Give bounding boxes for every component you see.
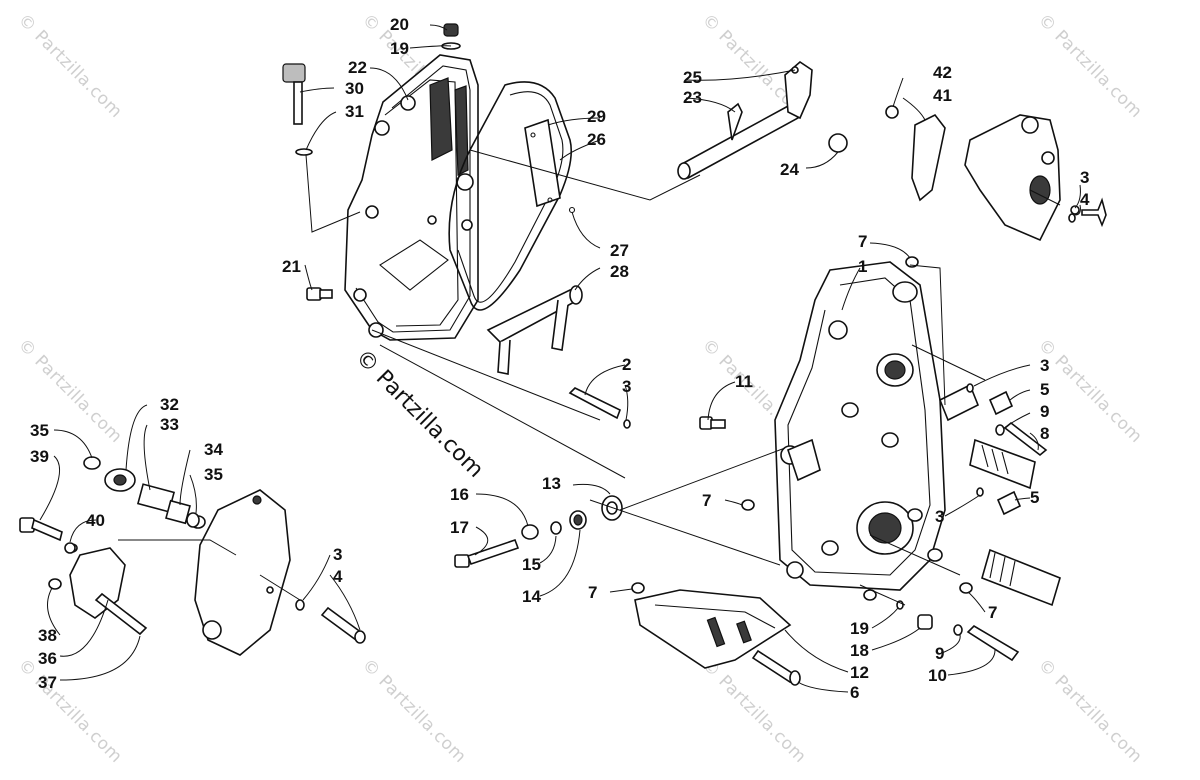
callout-11: 11 bbox=[735, 372, 753, 391]
callout-28: 28 bbox=[610, 262, 629, 281]
dipstick bbox=[282, 63, 313, 156]
callout-33: 33 bbox=[160, 415, 179, 434]
callout-9: 9 bbox=[935, 644, 944, 663]
callout-32: 32 bbox=[160, 395, 179, 414]
callout-4: 4 bbox=[333, 567, 343, 586]
callout-1: 1 bbox=[858, 257, 867, 276]
callout-labels: 20 19 22 30 31 25 23 29 26 24 42 41 3 4 … bbox=[30, 15, 1090, 702]
callout-3: 3 bbox=[622, 377, 631, 396]
callout-30: 30 bbox=[345, 79, 364, 98]
callout-41: 41 bbox=[933, 86, 952, 105]
callout-36: 36 bbox=[38, 649, 57, 668]
callout-9: 9 bbox=[1040, 402, 1049, 421]
output-shaft-lower bbox=[981, 548, 1061, 607]
callout-35: 35 bbox=[30, 421, 49, 440]
cover-gasket bbox=[448, 81, 573, 311]
callout-8: 8 bbox=[1040, 424, 1049, 443]
callout-38: 38 bbox=[38, 626, 57, 645]
callout-14: 14 bbox=[522, 587, 541, 606]
callout-21: 21 bbox=[282, 257, 301, 276]
callout-42: 42 bbox=[933, 63, 952, 82]
left-side-cover bbox=[194, 489, 291, 656]
callout-4: 4 bbox=[1080, 190, 1090, 209]
idler-bracket bbox=[48, 456, 206, 619]
callout-20: 20 bbox=[390, 15, 409, 34]
callout-29: 29 bbox=[587, 107, 606, 126]
callout-37: 37 bbox=[38, 673, 57, 692]
callout-3: 3 bbox=[333, 545, 342, 564]
shift-bracket bbox=[885, 105, 946, 202]
leader-lines bbox=[39, 24, 1081, 693]
output-shaft-upper bbox=[938, 383, 1036, 490]
callout-19: 19 bbox=[390, 39, 409, 58]
hardware bbox=[19, 213, 1076, 686]
callout-39: 39 bbox=[30, 447, 49, 466]
callout-13: 13 bbox=[542, 474, 561, 493]
callout-22: 22 bbox=[348, 58, 367, 77]
callout-23: 23 bbox=[683, 88, 702, 107]
callout-17: 17 bbox=[450, 518, 469, 537]
callout-7: 7 bbox=[988, 603, 997, 622]
callout-7: 7 bbox=[702, 491, 711, 510]
callout-25: 25 bbox=[683, 68, 702, 87]
chaincase-cover bbox=[344, 23, 479, 341]
callout-26: 26 bbox=[587, 130, 606, 149]
callout-12: 12 bbox=[850, 663, 869, 682]
chaincase-housing bbox=[774, 261, 946, 601]
callout-10: 10 bbox=[928, 666, 947, 685]
callout-6: 6 bbox=[850, 683, 859, 702]
callout-31: 31 bbox=[345, 102, 364, 121]
chain-tensioner bbox=[486, 285, 583, 375]
skid-plate bbox=[634, 589, 792, 669]
callout-16: 16 bbox=[450, 485, 469, 504]
callout-40: 40 bbox=[86, 511, 105, 530]
callout-15: 15 bbox=[522, 555, 541, 574]
callout-5: 5 bbox=[1040, 380, 1049, 399]
callout-3: 3 bbox=[935, 507, 944, 526]
callout-35: 35 bbox=[204, 465, 223, 484]
callout-7: 7 bbox=[588, 583, 597, 602]
callout-18: 18 bbox=[850, 641, 869, 660]
callout-7: 7 bbox=[858, 232, 867, 251]
inspection-plate bbox=[524, 118, 576, 214]
callout-5: 5 bbox=[1030, 488, 1039, 507]
callout-24: 24 bbox=[780, 160, 799, 179]
callout-3: 3 bbox=[1080, 168, 1089, 187]
callout-34: 34 bbox=[204, 440, 223, 459]
shift-shaft bbox=[677, 60, 848, 180]
callout-27: 27 bbox=[610, 241, 629, 260]
callout-3: 3 bbox=[1040, 356, 1049, 375]
callout-2: 2 bbox=[622, 355, 631, 374]
callout-19: 19 bbox=[850, 619, 869, 638]
